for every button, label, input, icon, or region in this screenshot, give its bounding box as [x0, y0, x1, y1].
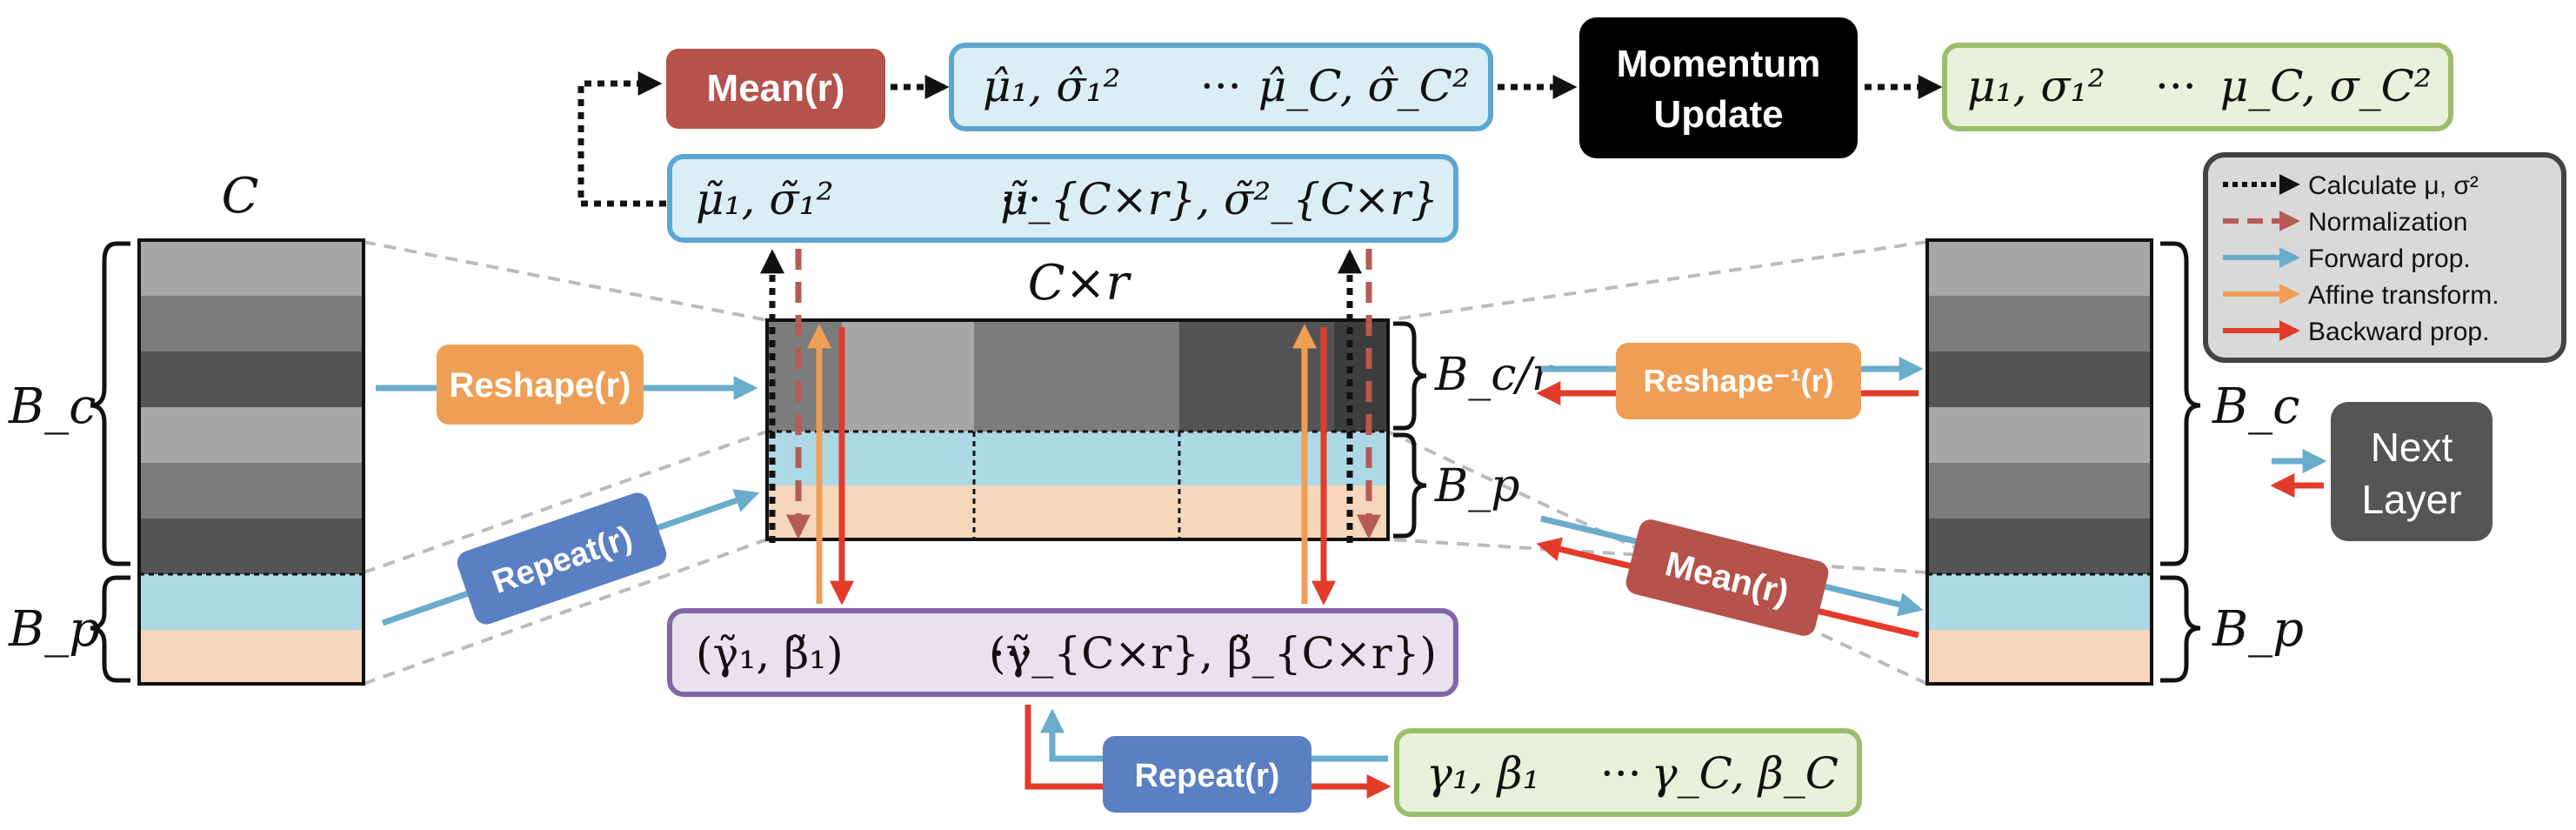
- top-dotted-arrows: [577, 71, 1943, 207]
- right-bc-label: B_c: [2212, 378, 2300, 435]
- next-layer-box: Next Layer: [2331, 402, 2493, 541]
- center-bcr-label: B_c/r: [1434, 349, 1556, 401]
- running-stats-last: μ_C, σ_C²: [2220, 61, 2432, 111]
- left-bp-brace: [90, 575, 130, 683]
- center-bcr-brace: [1393, 321, 1427, 431]
- reshape-inv-box: Reshape⁻¹(r): [1616, 343, 1861, 419]
- momentum-label-2: Update: [1653, 93, 1783, 136]
- affine-params-first: γ₁, β₁: [1426, 748, 1540, 799]
- momentum-label-1: Momentum: [1617, 43, 1821, 85]
- reshape-box: Reshape(r): [437, 345, 644, 425]
- legend-label-0: Calculate μ, σ²: [2308, 171, 2479, 200]
- reshape-label: Reshape(r): [450, 366, 631, 405]
- group-stats-ellipsis: ···: [1000, 174, 1042, 224]
- affine-params-last: γ_C, β_C: [1652, 748, 1839, 799]
- left-bc-brace: [90, 241, 130, 566]
- momentum-update-box: Momentum Update: [1579, 17, 1858, 158]
- global-stats-ellipsis: ···: [1200, 61, 1242, 111]
- left-channel-label: C: [222, 168, 259, 224]
- affine-params-ellipsis: ···: [1600, 748, 1642, 799]
- group-stats-box: μ̃₁, σ̃₁² ··· μ̃_{C×r}, σ̃²_{C×r}: [667, 154, 1458, 243]
- global-stats-box: μ̂₁, σ̂₁² ··· μ̂_C, σ̂_C²: [949, 43, 1493, 131]
- legend-label-1: Normalization: [2308, 208, 2467, 237]
- affine-group-last: (γ̃_{C×r}, β̃_{C×r}): [989, 628, 1437, 679]
- right-feature-block: [1925, 238, 2153, 686]
- global-stats-first: μ̂₁, σ̂₁²: [983, 61, 1121, 111]
- reshape-inv-label: Reshape⁻¹(r): [1643, 363, 1833, 398]
- center-channel-label: C×r: [1028, 255, 1132, 311]
- right-bp-brace: [2160, 575, 2201, 683]
- affine-group-box: (γ̃₁, β̃₁) ··· (γ̃_{C×r}, β̃_{C×r}): [667, 608, 1458, 697]
- left-feature-block: [137, 238, 365, 686]
- next-layer-line2: Layer: [2361, 477, 2461, 522]
- center-bp-label: B_p: [1434, 460, 1520, 512]
- repeat-box-left: Repeat(r): [457, 492, 667, 625]
- legend-label-3: Affine transform.: [2308, 281, 2499, 310]
- right-bc-brace: [2160, 241, 2201, 566]
- running-stats-box: μ₁, σ₁² ··· μ_C, σ_C²: [1942, 43, 2453, 131]
- running-stats-ellipsis: ···: [2155, 61, 2197, 111]
- affine-params-box: γ₁, β₁ ··· γ_C, β_C: [1394, 728, 1862, 817]
- legend-label-4: Backward prop.: [2308, 318, 2489, 346]
- left-bc-label: B_c: [8, 378, 97, 435]
- mean-label-top: Mean(r): [707, 67, 845, 110]
- center-feature-block: [765, 318, 1390, 541]
- group-stats-first: μ̃₁, σ̃₁²: [696, 174, 834, 224]
- running-stats-first: μ₁, σ₁²: [1967, 61, 2106, 111]
- mean-box-right: Mean(r): [1625, 519, 1829, 636]
- repeat-bottom-label: Repeat(r): [1135, 758, 1280, 794]
- affine-group-ellipsis: ···: [991, 628, 1033, 679]
- center-vertical-arrows: [760, 249, 1381, 606]
- left-bp-label: B_p: [8, 601, 100, 658]
- mean-box-top: Mean(r): [666, 49, 885, 129]
- next-layer-arrows: [2270, 449, 2327, 498]
- right-bp-label: B_p: [2212, 601, 2304, 658]
- global-stats-last: μ̂_C, σ̂_C²: [1258, 61, 1470, 111]
- affine-group-first: (γ̃₁, β̃₁): [696, 628, 844, 679]
- repeat-box-bottom: Repeat(r): [1103, 736, 1311, 813]
- center-bp-brace: [1393, 432, 1427, 539]
- legend-label-2: Forward prop.: [2308, 244, 2471, 273]
- group-stats-last: μ̃_{C×r}, σ̃²_{C×r}: [1000, 174, 1438, 224]
- next-layer-line1: Next: [2371, 425, 2453, 470]
